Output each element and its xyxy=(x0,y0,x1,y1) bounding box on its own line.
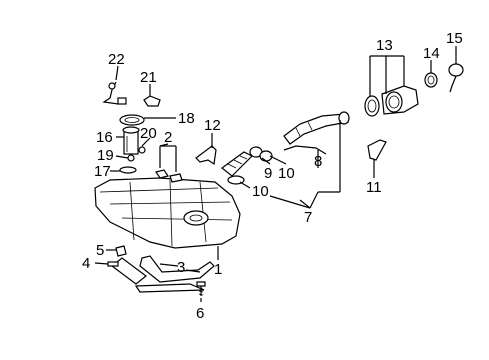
hose-clamp xyxy=(227,146,273,185)
callout-19: 19 xyxy=(97,147,114,164)
wiring-harness xyxy=(102,81,127,105)
connector-bracket xyxy=(143,95,161,107)
pump-seal xyxy=(119,166,137,174)
bolt-part-6 xyxy=(196,281,206,296)
callout-labels: 1 2 3 4 5 6 7 8 9 10 10 11 12 13 14 15 1… xyxy=(82,30,463,322)
leader-lines xyxy=(94,46,457,302)
callout-13: 13 xyxy=(376,37,393,54)
callout-20: 20 xyxy=(140,125,157,142)
callout-16: 16 xyxy=(96,129,113,146)
callout-1: 1 xyxy=(214,261,222,278)
callout-17: 17 xyxy=(94,163,111,180)
tank-strap xyxy=(111,255,215,293)
callout-4: 4 xyxy=(82,255,90,272)
lock-ring xyxy=(119,114,145,126)
callout-21: 21 xyxy=(140,69,157,86)
filler-hose xyxy=(221,151,254,177)
callout-15: 15 xyxy=(446,30,463,47)
filler-neck-housing xyxy=(381,85,419,115)
shield-part-11 xyxy=(367,139,387,161)
filler-cap xyxy=(448,63,464,93)
callout-22: 22 xyxy=(108,51,125,68)
callout-14: 14 xyxy=(423,45,440,62)
callout-3: 3 xyxy=(177,259,185,276)
filler-cap-ring xyxy=(424,72,438,88)
bracket-part-12 xyxy=(195,145,217,166)
callout-10b: 10 xyxy=(278,165,295,182)
callout-7: 7 xyxy=(304,209,312,226)
callout-5: 5 xyxy=(96,242,104,259)
callout-9: 9 xyxy=(264,165,272,182)
pump-filter xyxy=(138,146,146,154)
fuel-pump-module xyxy=(122,126,140,155)
vent-hose xyxy=(283,145,327,155)
fuel-tank xyxy=(94,177,241,249)
filler-neck-gasket xyxy=(364,95,380,117)
nut-part-5 xyxy=(115,245,127,257)
callout-8: 8 xyxy=(314,153,322,170)
callout-12: 12 xyxy=(204,117,221,134)
filler-pipe xyxy=(283,111,350,145)
callout-18: 18 xyxy=(178,110,195,127)
callout-2: 2 xyxy=(164,129,172,146)
bolt-part-4 xyxy=(107,261,119,267)
retainer-part-2 xyxy=(155,169,183,183)
callout-11: 11 xyxy=(366,179,382,196)
callout-10: 10 xyxy=(252,183,269,200)
pump-fitting xyxy=(127,154,135,162)
callout-6: 6 xyxy=(196,305,204,322)
